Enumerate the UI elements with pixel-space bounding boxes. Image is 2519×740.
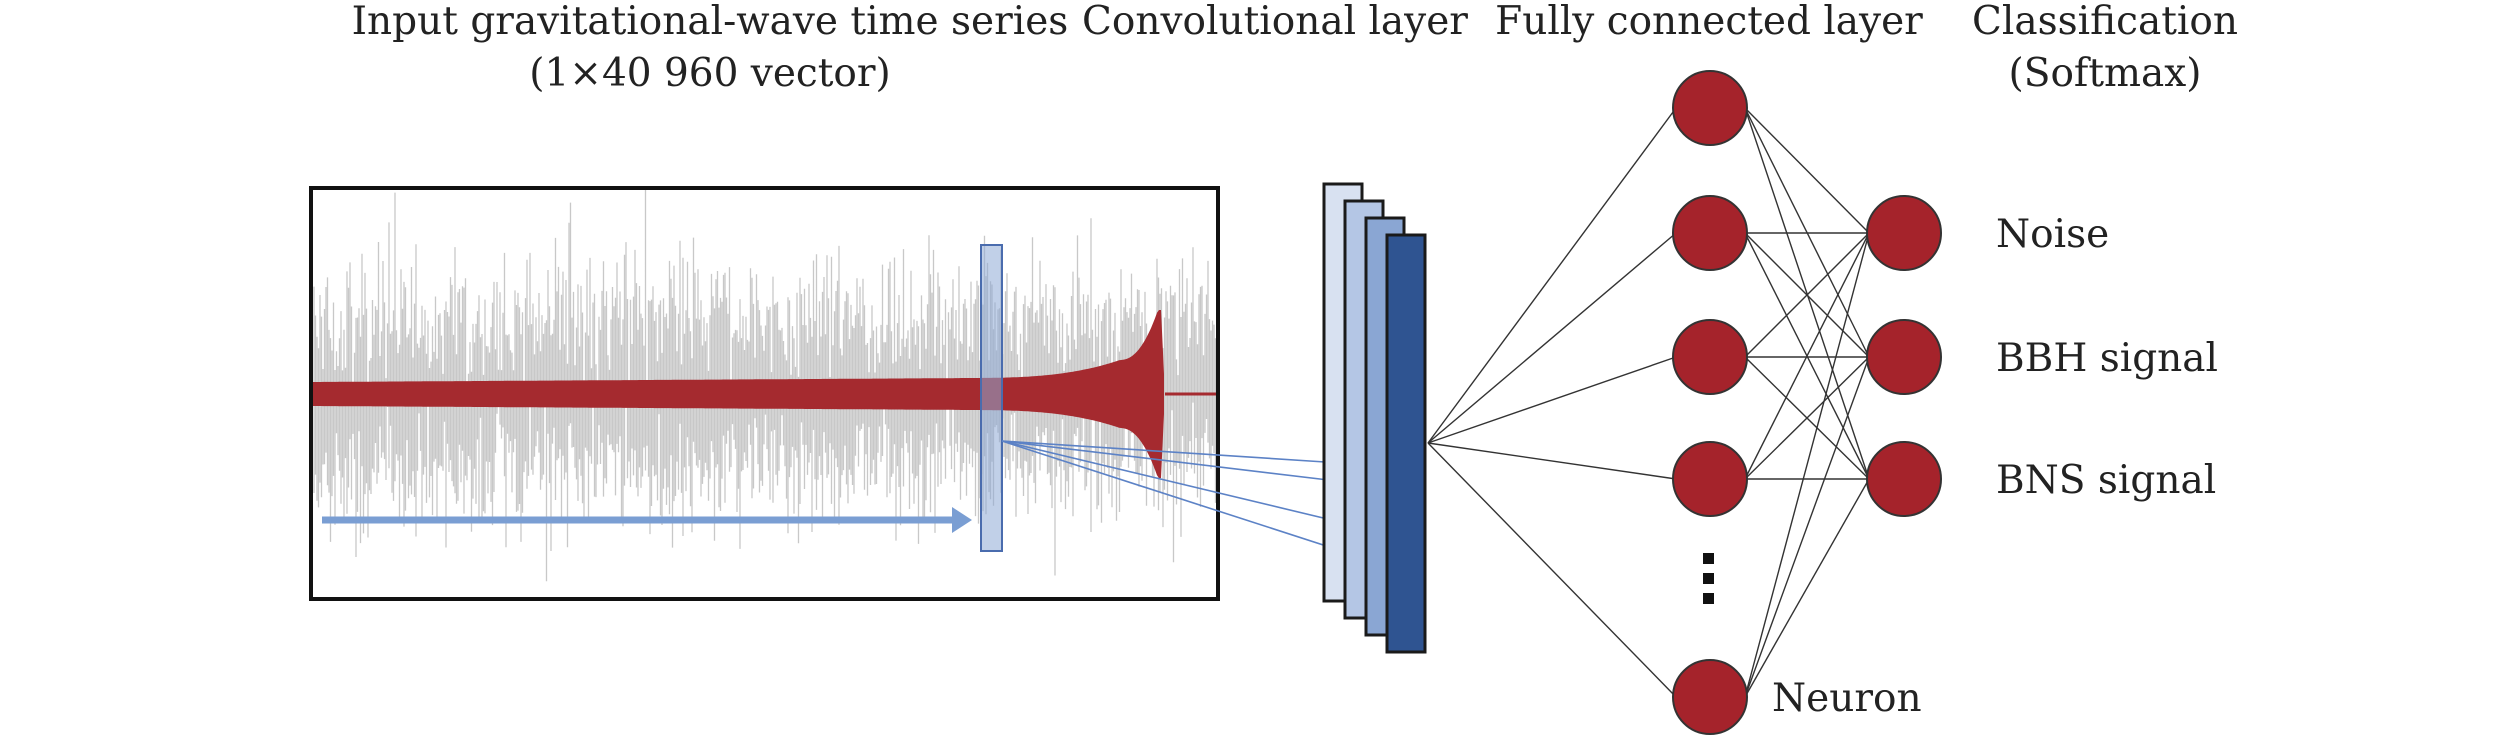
- sliding-direction-arrow: [322, 507, 972, 533]
- fc-to-output-connection: [1744, 356, 1870, 480]
- ellipsis-dots: [1703, 553, 1714, 604]
- output-label-noise: Noise: [1996, 212, 2109, 257]
- output-neuron-noise: [1866, 195, 1942, 271]
- signal-waveform: [313, 310, 1164, 478]
- neuron-label: Neuron: [1772, 676, 1922, 721]
- fc-to-output-connection: [1744, 478, 1870, 698]
- fc-neuron-5: [1672, 659, 1748, 735]
- input-header-line2: (1×40 960 vector): [529, 51, 891, 96]
- conv-to-fc-connection: [1427, 442, 1677, 698]
- network-connections: [1427, 107, 1870, 698]
- conv-header: Convolutional layer: [1082, 0, 1468, 44]
- conv-to-fc-connection: [1427, 107, 1677, 444]
- convolution-window: [980, 244, 1003, 552]
- classification-header-line1: Classification: [1972, 0, 2238, 44]
- time-series-frame: [309, 186, 1220, 601]
- conv-to-fc-connection: [1427, 232, 1677, 444]
- output-label-bns: BNS signal: [1996, 458, 2216, 503]
- conv-to-fc-connection: [1427, 356, 1677, 444]
- fc-neuron-2: [1672, 195, 1748, 271]
- output-neuron-bns: [1866, 441, 1942, 517]
- kernel-projection-lines: [1001, 440, 1386, 566]
- time-series-panel: [309, 186, 1220, 601]
- fc-header: Fully connected layer: [1495, 0, 1923, 44]
- fc-to-output-connection: [1744, 232, 1870, 358]
- conv-feature-map-4: [1385, 233, 1427, 654]
- conv-to-fc-connection: [1427, 442, 1677, 480]
- fully-connected-neurons: [1672, 70, 1748, 735]
- fc-neuron-1: [1672, 70, 1748, 146]
- output-label-bbh: BBH signal: [1996, 336, 2218, 381]
- classification-header-line2: (Softmax): [2009, 51, 2202, 96]
- fc-to-output-connection: [1744, 107, 1870, 480]
- fc-to-output-connection: [1744, 107, 1870, 234]
- output-neuron-bbh: [1866, 319, 1942, 395]
- output-neurons: [1866, 195, 1942, 517]
- fc-to-output-connection: [1744, 232, 1870, 480]
- fc-neuron-4: [1672, 441, 1748, 517]
- convolutional-layer-stack: [1322, 182, 1427, 654]
- fc-to-output-connection: [1744, 232, 1870, 698]
- fc-neuron-3: [1672, 319, 1748, 395]
- fc-to-output-connection: [1744, 356, 1870, 698]
- input-header-line1: Input gravitational-wave time series: [352, 0, 1069, 44]
